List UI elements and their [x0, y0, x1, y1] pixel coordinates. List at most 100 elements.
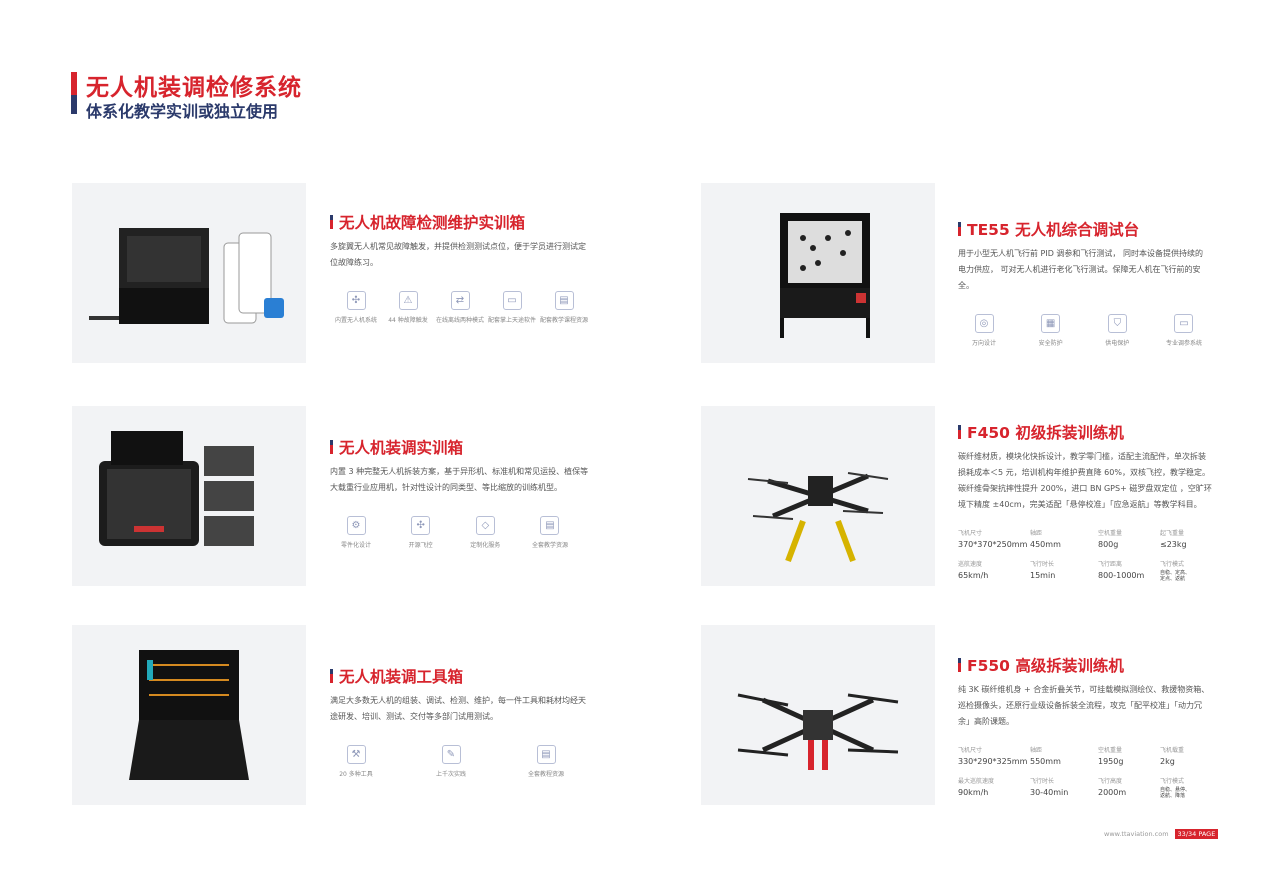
product-desc: 碳纤维材质，模块化快拆设计，教学零门槛，适配主流配件，单次拆装损耗成本＜5 元，…: [958, 452, 1212, 509]
spec-label: 飞行模式: [1160, 561, 1185, 568]
product-desc: 纯 3K 碳纤维机身 + 合金折叠关节，可挂载模拟测绘仪、救援物资箱、巡检摄像头…: [958, 685, 1210, 726]
spec-value: 2000m: [1098, 788, 1127, 797]
footer: www.ttaviation.com 33/34 PAGE: [1104, 829, 1219, 839]
spec-label: 飞机载重: [1160, 747, 1185, 754]
fault-kit-image: [72, 183, 306, 363]
page-subtitle: 体系化教学实训或独立使用: [86, 102, 279, 121]
title-marker-icon: [330, 440, 333, 454]
te55-test-stand-image: [701, 183, 935, 363]
spec-item: 空机重量 1950g: [1098, 746, 1160, 769]
assembly-kit-image: [72, 406, 306, 586]
title-marker-icon: [330, 669, 333, 683]
spec-item: 飞行模式自稳、悬停、返航、降落: [1160, 777, 1220, 800]
drone-icon: ✣: [411, 516, 431, 535]
spec-item: 飞行模式自稳、定高、定点、返航: [1160, 560, 1220, 583]
feature-item: ▭配套掌上天途软件: [486, 291, 538, 326]
spec-item: 飞行高度 2000m: [1098, 777, 1160, 800]
product-assembly-kit: 无人机装调实训箱 内置 3 种完整无人机拆装方案，基于异形机、标准机和常见运投、…: [330, 436, 590, 551]
feature-item: ▤全套教学资源: [524, 516, 576, 551]
feature-item: ⚠44 种故障触发: [382, 291, 434, 326]
spec-value: 自稳、悬停、返航、降落: [1160, 787, 1191, 799]
warning-icon: ⚠: [398, 291, 418, 310]
spec-value: 15min: [1030, 571, 1056, 580]
product-title: TE55 无人机综合调试台: [958, 218, 1210, 240]
spec-label: 飞行高度: [1098, 778, 1123, 785]
product-desc: 多旋翼无人机常见故障触发，并提供检测测试点位，便于学员进行测试定位故障练习。: [330, 242, 586, 267]
feature-item: ⚒20 多种工具: [330, 745, 382, 780]
spec-value: 90km/h: [958, 788, 989, 797]
screen-icon: ▭: [1174, 314, 1194, 333]
product-title: 无人机装调实训箱: [330, 436, 590, 458]
product-title: 无人机装调工具箱: [330, 665, 590, 687]
spec-value: 450mm: [1030, 540, 1061, 549]
book-icon: ▤: [540, 516, 560, 535]
spec-label: 最大巡航速度: [958, 778, 995, 785]
spec-value: 65km/h: [958, 571, 989, 580]
monitor-icon: ▭: [502, 291, 522, 310]
footer-url: www.ttaviation.com: [1104, 830, 1169, 838]
spec-value: 1950g: [1098, 757, 1124, 766]
spec-item: 起飞重量≤23kg: [1160, 529, 1220, 552]
product-desc: 满足大多数无人机的组装、调试、检测、维护，每一件工具和耗材均经天途研发、培训、测…: [330, 696, 586, 721]
spec-label: 空机重量: [1098, 747, 1123, 754]
product-fault-kit: 无人机故障检测维护实训箱 多旋翼无人机常见故障触发，并提供检测测试点位，便于学员…: [330, 211, 590, 326]
page-number: 33/34 PAGE: [1174, 829, 1219, 839]
spec-item: 飞行时长 30-40min: [1030, 777, 1098, 800]
power-shield-icon: ⛉: [1107, 314, 1127, 333]
tools-icon: ⚒: [346, 745, 366, 764]
spec-label: 飞行模式: [1160, 778, 1185, 785]
spec-value: 800-1000m: [1098, 571, 1145, 580]
spec-item: 最大巡航速度 90km/h: [958, 777, 1030, 800]
product-title: 无人机故障检测维护实训箱: [330, 211, 590, 233]
net-icon: ▦: [1041, 314, 1061, 333]
product-f550: F550 高级拆装训练机 纯 3K 碳纤维机身 + 合金折叠关节，可挂载模拟测绘…: [958, 654, 1213, 800]
practice-icon: ✎: [441, 745, 461, 764]
spec-label: 轴距: [1030, 747, 1043, 754]
title-marker-icon: [958, 658, 961, 672]
feature-item: ▤配套教学课程资源: [538, 291, 590, 326]
spec-value: 30-40min: [1030, 788, 1069, 797]
page-title: 无人机装调检修系统: [86, 75, 302, 101]
spec-label: 飞机尺寸: [958, 747, 983, 754]
spec-item: 飞行距离 800-1000m: [1098, 560, 1160, 583]
product-title: F450 初级拆装训练机: [958, 421, 1213, 443]
feature-item: ⇄在线离线两种模式: [434, 291, 486, 326]
spec-item: 飞机尺寸 330*290*325mm: [958, 746, 1030, 769]
feature-item: ✣开源飞控: [395, 516, 447, 551]
spec-value: 370*370*250mm: [958, 540, 1028, 549]
book-icon: ▤: [536, 745, 556, 764]
spec-label: 飞行距离: [1098, 561, 1123, 568]
spec-value: 800g: [1098, 540, 1119, 549]
diamond-icon: ◇: [475, 516, 495, 535]
toolbox-image: [72, 625, 306, 805]
feature-item: ▭专业调参系统: [1158, 314, 1210, 349]
spec-value: 330*290*325mm: [958, 757, 1028, 766]
product-toolbox: 无人机装调工具箱 满足大多数无人机的组装、调试、检测、维护，每一件工具和耗材均经…: [330, 665, 590, 780]
spec-label: 飞行时长: [1030, 778, 1055, 785]
feature-item: ⚙零件化设计: [330, 516, 382, 551]
product-desc: 用于小型无人机飞行前 PID 调参和飞行测试， 同时本设备提供持续的电力供应， …: [958, 249, 1203, 290]
drone-icon: ✣: [346, 291, 366, 310]
product-desc: 内置 3 种完整无人机拆装方案，基于异形机、标准机和常见运投、植保等大载重行业应…: [330, 467, 589, 492]
spec-value: 自稳、定高、定点、返航: [1160, 570, 1191, 582]
spec-label: 飞行时长: [1030, 561, 1055, 568]
product-te55: TE55 无人机综合调试台 用于小型无人机飞行前 PID 调参和飞行测试， 同时…: [958, 218, 1210, 349]
f550-drone-image: [701, 625, 935, 805]
gear-icon: ⚙: [346, 516, 366, 535]
product-f450: F450 初级拆装训练机 碳纤维材质，模块化快拆设计，教学零门槛，适配主流配件，…: [958, 421, 1213, 583]
spec-label: 起飞重量: [1160, 530, 1185, 537]
feature-item: ✎上千次实践: [425, 745, 477, 780]
spec-item: 空机重量 800g: [1098, 529, 1160, 552]
spec-label: 空机重量: [1098, 530, 1123, 537]
title-marker-icon: [958, 222, 961, 236]
spec-label: 飞机尺寸: [958, 530, 983, 537]
title-marker-icon: [330, 215, 333, 229]
feature-item: ✣内置无人机系统: [330, 291, 382, 326]
product-title: F550 高级拆装训练机: [958, 654, 1213, 676]
